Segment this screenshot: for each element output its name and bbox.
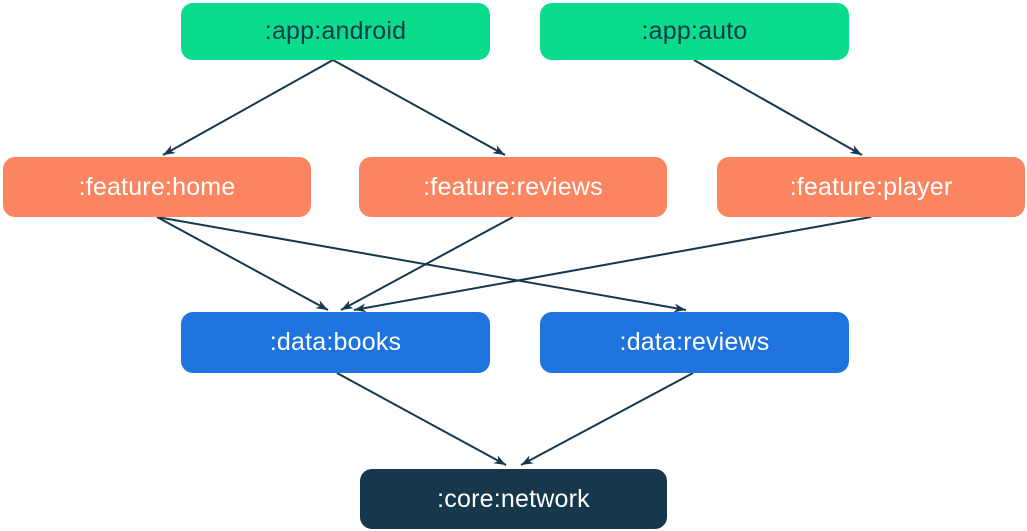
node-feature-home: :feature:home xyxy=(3,157,311,217)
edge-feature-reviews-to-data-books xyxy=(340,216,514,311)
node-app-auto: :app:auto xyxy=(540,3,849,60)
edge-app-auto-to-feature-player xyxy=(693,59,863,156)
edge-feature-player-to-data-books xyxy=(353,216,872,313)
edge-feature-home-to-data-reviews xyxy=(156,216,687,313)
node-data-reviews: :data:reviews xyxy=(540,312,849,373)
node-feature-reviews: :feature:reviews xyxy=(359,157,667,217)
edge-app-android-to-feature-home xyxy=(162,59,334,156)
edge-app-android-to-feature-reviews xyxy=(332,59,506,156)
edge-data-books-to-core-network xyxy=(336,372,507,466)
node-core-network: :core:network xyxy=(360,469,667,529)
node-app-android: :app:android xyxy=(181,3,490,60)
node-data-books: :data:books xyxy=(181,312,490,373)
edge-data-reviews-to-core-network xyxy=(520,372,694,466)
edge-feature-home-to-data-books xyxy=(156,216,329,311)
node-feature-player: :feature:player xyxy=(717,157,1025,217)
